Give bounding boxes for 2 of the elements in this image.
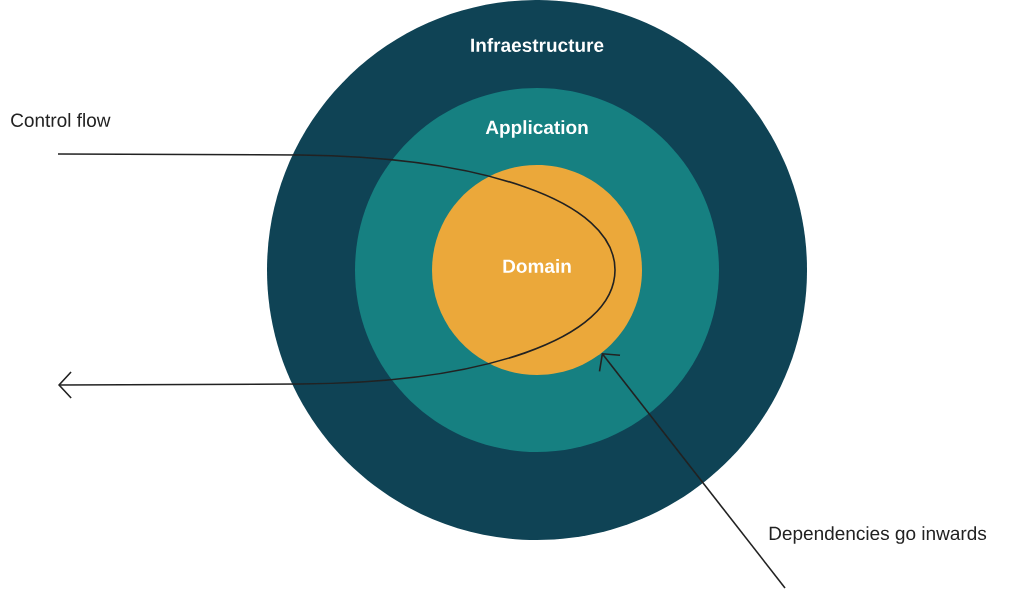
annotation: Control flow bbox=[11, 113, 111, 127]
arrow bbox=[598, 352, 786, 589]
